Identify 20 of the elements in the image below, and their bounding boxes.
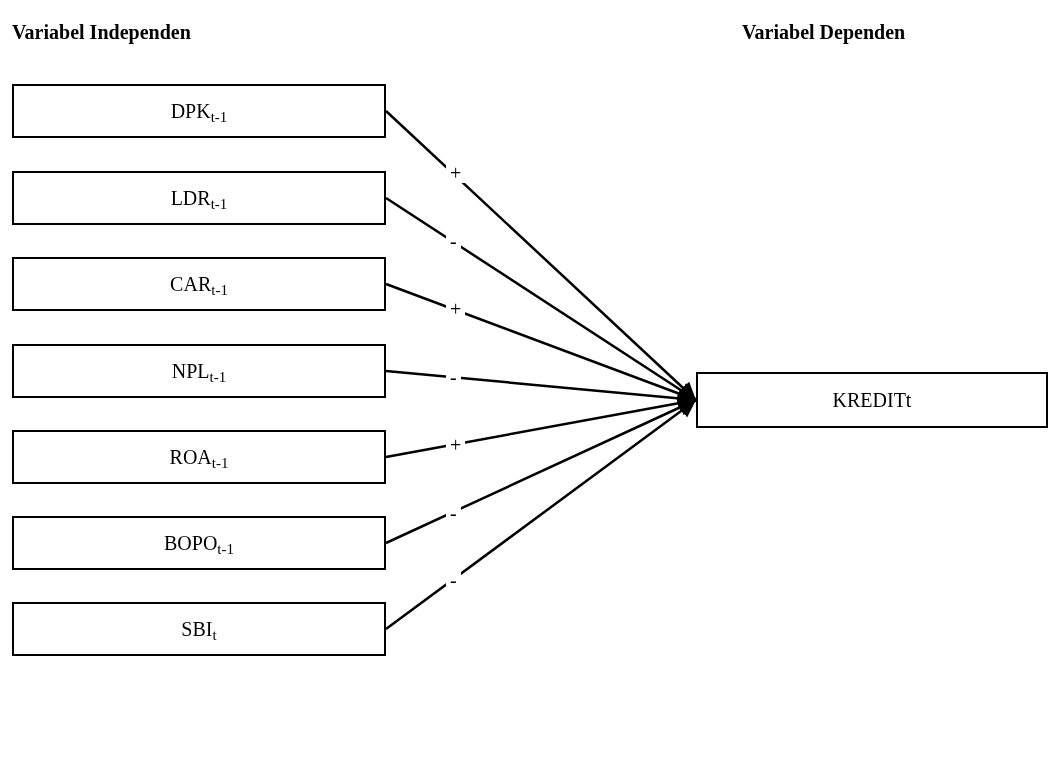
variable-box [12, 257, 386, 311]
edge-label: + [446, 162, 466, 183]
column-heading: Variabel Independen [12, 22, 191, 42]
variable-box [12, 171, 386, 225]
variable-box [12, 344, 386, 398]
variable-box [12, 602, 386, 656]
variable-name: DPK$_{t-1}$ [170, 101, 228, 121]
variable-box [696, 372, 1048, 428]
variable-box [12, 516, 386, 570]
variable-box [12, 430, 386, 484]
variable-name: ROA$_{t-1}$ [169, 447, 229, 467]
variable-name: CAR$_{t-1}$ [170, 274, 228, 294]
variable-box [12, 84, 386, 138]
variable-name: NPL$_{t-1}$ [171, 361, 227, 381]
variable-name: LDR$_{t-1}$ [170, 188, 228, 208]
arrow [385, 399, 697, 630]
variable-name: KREDITt [832, 390, 912, 410]
column-heading: Variabel Dependen [742, 22, 906, 42]
variable-name: BOPO$_{t-1}$ [164, 533, 234, 553]
variable-name: SBI$_{t}$ [181, 619, 217, 639]
